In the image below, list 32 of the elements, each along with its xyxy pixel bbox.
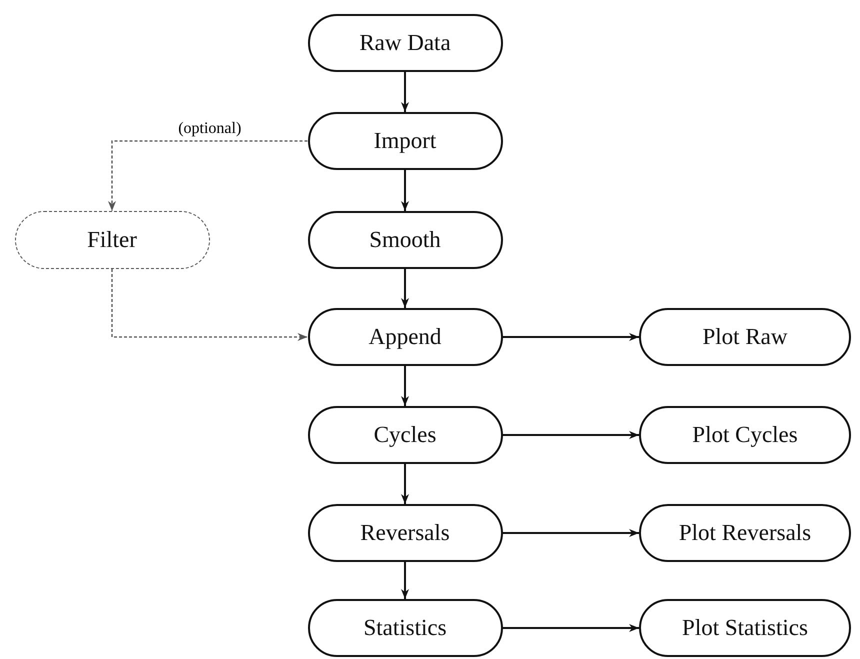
box-label: Cycles	[374, 422, 436, 448]
arrow	[401, 562, 409, 599]
process-box	[308, 211, 502, 269]
edge-label: (optional)	[176, 120, 244, 138]
arrow	[401, 170, 409, 211]
arrow	[502, 624, 639, 632]
box-label: Append	[368, 324, 442, 350]
process-box	[308, 599, 502, 657]
process-box	[308, 406, 502, 464]
arrow	[111, 269, 308, 341]
process-box	[308, 504, 502, 562]
process-box	[308, 308, 502, 366]
arrow	[401, 269, 409, 308]
box-label: Plot Statistics	[682, 615, 808, 641]
process-box	[308, 112, 502, 170]
box-label: Plot Raw	[702, 324, 788, 350]
box-label: Import	[374, 128, 436, 154]
box-label: Raw Data	[359, 30, 451, 56]
box-label: Smooth	[369, 227, 441, 253]
arrow	[401, 72, 409, 112]
box-label: Filter	[87, 227, 137, 253]
arrow	[401, 366, 409, 406]
arrow	[502, 529, 639, 537]
box-label: Reversals	[360, 520, 450, 546]
box-label: Plot Cycles	[692, 422, 798, 448]
box-label: Statistics	[363, 615, 447, 641]
arrow	[108, 140, 308, 211]
arrow	[401, 464, 409, 504]
process-box	[308, 14, 502, 72]
arrow	[502, 333, 639, 341]
box-label: Plot Reversals	[678, 520, 812, 546]
arrow	[502, 431, 639, 439]
